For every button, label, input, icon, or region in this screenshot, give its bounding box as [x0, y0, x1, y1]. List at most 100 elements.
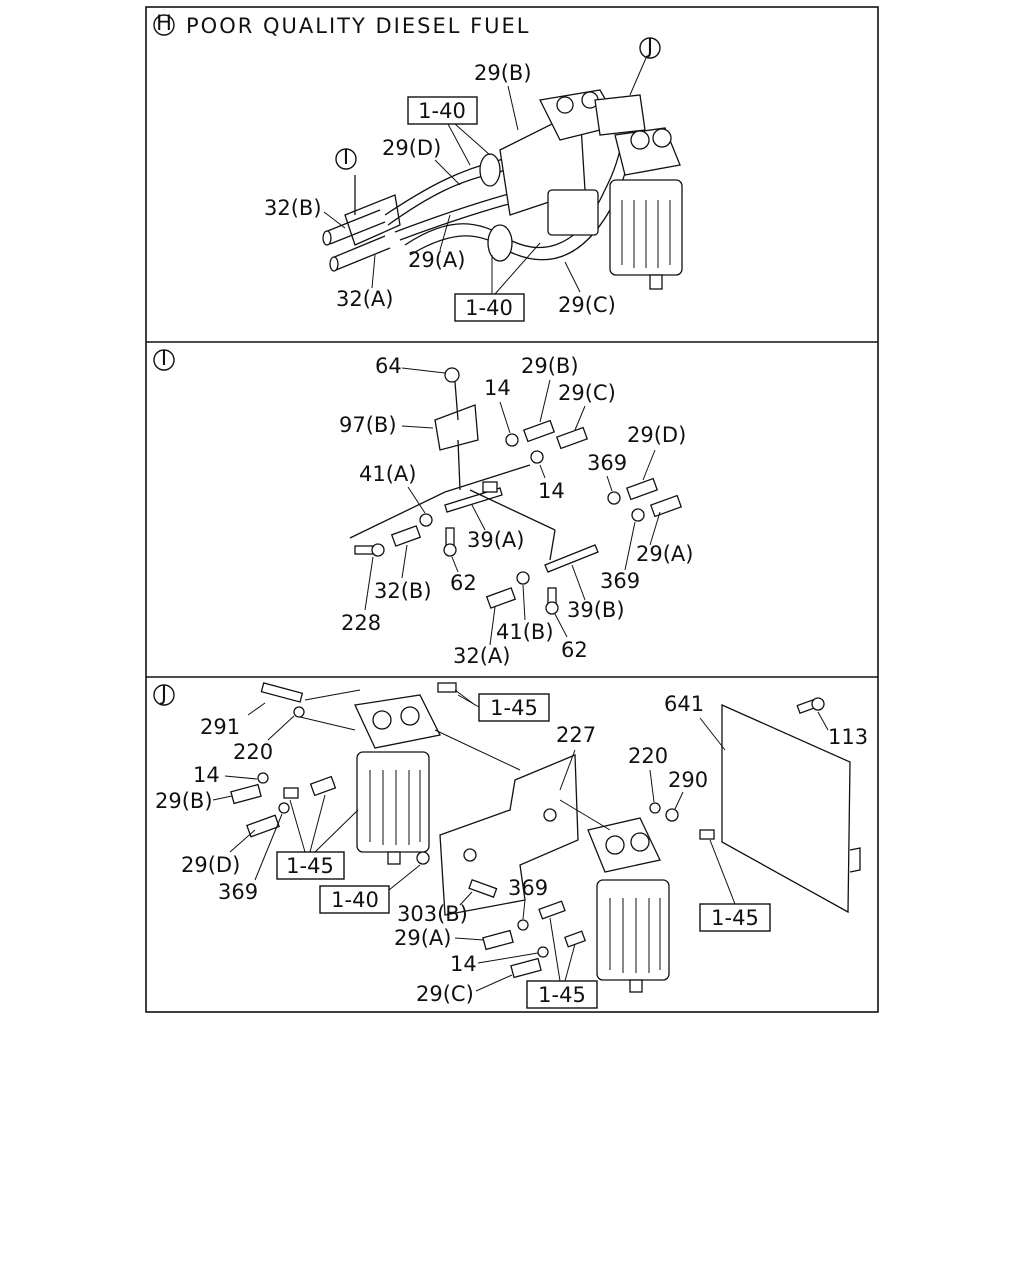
ref-i-letter: I: [343, 145, 349, 169]
label-h-29a: 29(A): [408, 248, 465, 272]
ref-box-j-1-40: [319, 885, 390, 914]
label-h-29b: 29(B): [474, 61, 532, 85]
label-i-29b: 29(B): [521, 354, 579, 378]
label-i-39b: 39(B): [567, 598, 625, 622]
fuel-filter-right: [587, 817, 670, 993]
label-j-220b: 220: [628, 744, 668, 768]
panel-h-letter-circle: [153, 14, 175, 36]
ref-box-j-right-text: 1-45: [711, 906, 759, 930]
label-i-228: 228: [341, 611, 381, 635]
clamp-39a: [444, 487, 503, 513]
ref-box-h-lower: [454, 293, 525, 322]
panel-h: H POOR QUALITY DIESEL FUEL: [153, 11, 683, 322]
label-j-220a: 220: [233, 740, 273, 764]
panel-h-letter: H: [156, 11, 172, 35]
hose-piece-29a: [649, 494, 683, 518]
clip-14-upper: [505, 433, 519, 447]
clip-369-j-lower: [517, 919, 529, 931]
filter-bowl-rear: [547, 189, 599, 236]
clip-369-lower: [631, 508, 645, 522]
label-j-303b: 303(B): [397, 902, 468, 926]
ref-box-j-top: [478, 693, 550, 722]
fitting-left-lower: [309, 775, 337, 797]
clip-14-j-upper: [257, 772, 269, 784]
panel-j-letter-circle: [153, 684, 175, 706]
plug-right: [699, 829, 715, 840]
panel-h-title: POOR QUALITY DIESEL FUEL: [186, 14, 531, 38]
label-j-14a: 14: [193, 763, 220, 787]
label-i-39a: 39(A): [467, 528, 524, 552]
panel-j-letter: J: [159, 681, 167, 705]
fitting-right-upper: [538, 900, 566, 920]
label-h-32a: 32(A): [336, 287, 393, 311]
label-i-14b: 14: [538, 479, 565, 503]
label-i-64: 64: [375, 354, 402, 378]
label-j-290: 290: [668, 768, 708, 792]
filter-head-left: [354, 694, 441, 749]
panel-i-letter-circle: [153, 349, 175, 371]
hose-piece-j-29d: [246, 814, 280, 838]
clip-bracket-assembly: [349, 367, 683, 615]
clip-14-lower: [530, 450, 544, 464]
label-i-32a: 32(A): [453, 644, 510, 668]
panel-i-letter: I: [161, 346, 167, 370]
clip-369-upper: [607, 491, 621, 505]
ref-i-circle: [335, 148, 357, 170]
clip-41a: [419, 513, 433, 527]
heat-shield-641: [721, 703, 851, 914]
label-j-14b: 14: [450, 952, 477, 976]
filter-bowl-left: [356, 751, 430, 853]
label-i-14a: 14: [484, 376, 511, 400]
label-j-113: 113: [828, 725, 868, 749]
ref-box-h-upper: [407, 96, 478, 125]
plug-left: [437, 682, 457, 693]
panel-j: J: [153, 681, 868, 1009]
hose-32b: [324, 209, 386, 245]
ref-box-j-left: [276, 851, 345, 880]
ref-box-j-bottom-text: 1-45: [538, 983, 586, 1007]
label-i-62a: 62: [450, 571, 477, 595]
fuel-lines-assembly: [322, 89, 683, 290]
ref-box-h-lower-text: 1-40: [465, 296, 513, 320]
hose-sleeve-lower: [487, 224, 513, 262]
washer-220-right: [649, 802, 661, 814]
pipe-29c: [404, 149, 621, 249]
hose-piece-j-29c: [510, 957, 542, 979]
filter-bowl-right: [596, 879, 670, 981]
label-j-369b: 369: [508, 876, 548, 900]
label-i-41b: 41(B): [496, 620, 554, 644]
hose-piece-j-29b: [230, 783, 262, 805]
clip-14-j-lower: [537, 946, 549, 958]
fitting-left-upper: [283, 787, 299, 799]
ref-j-letter: J: [645, 34, 653, 58]
label-i-32b: 32(B): [374, 579, 432, 603]
ref-j-circle: [639, 37, 661, 59]
mounting-bracket-227: [439, 754, 579, 916]
nut-left: [416, 851, 430, 865]
bolt-303b: [468, 878, 498, 898]
clip-41b: [516, 571, 530, 585]
hose-piece-29b: [522, 419, 556, 443]
clip-369-j-upper: [278, 802, 290, 814]
label-i-29a: 29(A): [636, 542, 693, 566]
label-j-29a: 29(A): [394, 926, 451, 950]
label-i-41a: 41(A): [359, 462, 416, 486]
hose-piece-29c: [555, 426, 589, 450]
hose-piece-29d: [625, 477, 659, 501]
label-j-369a: 369: [218, 880, 258, 904]
label-j-29c: 29(C): [416, 982, 474, 1006]
nut-290: [665, 808, 679, 822]
ref-box-j-bottom: [526, 980, 598, 1009]
hose-piece-32b: [390, 525, 422, 547]
panel-i: I: [153, 346, 693, 668]
label-i-369b: 369: [600, 569, 640, 593]
bolt-291: [260, 682, 304, 703]
label-h-32b: 32(B): [264, 196, 322, 220]
label-h-29c: 29(C): [558, 293, 616, 317]
hose-piece-32a: [485, 587, 517, 609]
label-i-369a: 369: [587, 451, 627, 475]
ref-box-j-1-40-text: 1-40: [331, 888, 379, 912]
label-i-62b: 62: [561, 638, 588, 662]
drain-plug: [649, 274, 663, 290]
